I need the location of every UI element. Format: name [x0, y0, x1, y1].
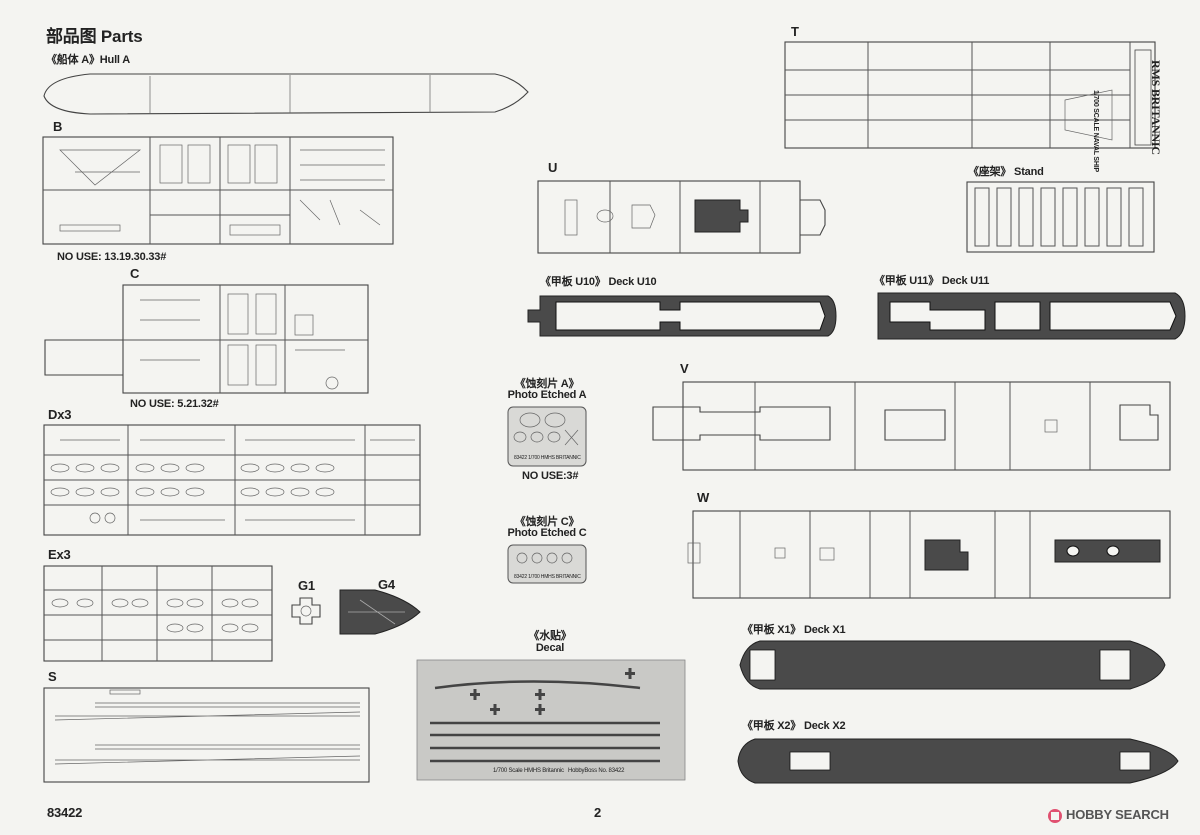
- deck-u11: [877, 292, 1186, 340]
- photo-etched-c-label-cn: 《蚀刻片 C》: [514, 516, 580, 528]
- photo-etched-c-fret: [507, 544, 587, 584]
- photo-etched-c-label-en: Photo Etched C: [507, 527, 587, 539]
- kit-number: 83422: [47, 805, 83, 820]
- sprue-w-label: W: [697, 490, 710, 505]
- sprue-t: [784, 41, 1156, 149]
- sprue-dx3: [43, 424, 421, 536]
- deck-x1-label: 《甲板 X1》 Deck X1: [742, 624, 846, 636]
- hull-a-part: [43, 73, 529, 115]
- decal-footer-right: HobbyBoss No. 83422: [568, 768, 625, 774]
- decal-label-cn: 《水贴》: [528, 630, 572, 642]
- watermark-logo-icon: [1048, 809, 1062, 823]
- photo-etched-a-fret: [507, 406, 587, 467]
- sprue-b: [42, 136, 394, 245]
- page-title: 部品图 Parts: [46, 27, 143, 46]
- sprue-t-scale-text: 1/700 SCALE NAVAL SHIP: [1092, 90, 1099, 172]
- deck-u10-label: 《甲板 U10》 Deck U10: [540, 276, 657, 288]
- sprue-v-label: V: [680, 361, 689, 376]
- sprue-u-label: U: [548, 160, 558, 175]
- part-g1-label: G1: [298, 578, 315, 593]
- sprue-t-label: T: [791, 24, 799, 39]
- deck-x2-label: 《甲板 X2》 Deck X2: [742, 720, 846, 732]
- part-g4: [339, 589, 421, 635]
- decal-footer-left: 1/700 Scale HMHS Britannic: [493, 768, 564, 774]
- sprue-ex3-label: Ex3: [48, 547, 71, 562]
- deck-x2: [737, 738, 1179, 784]
- sprue-c: [44, 284, 369, 394]
- stand-label: 《座架》 Stand: [968, 166, 1044, 178]
- deck-u11-label: 《甲板 U11》 Deck U11: [874, 275, 990, 287]
- decal-sheet: [416, 659, 686, 781]
- sprue-v: [652, 381, 1171, 471]
- photo-etched-a-label-en: Photo Etched A: [507, 389, 587, 401]
- sprue-w: [687, 510, 1171, 599]
- sprue-c-label: C: [130, 266, 140, 281]
- sprue-s-label: S: [48, 669, 57, 684]
- photo-etched-a-no-use: NO USE:3#: [522, 470, 579, 482]
- sprue-dx3-label: Dx3: [48, 407, 72, 422]
- photo-etched-a-label-cn: 《蚀刻片 A》: [514, 378, 580, 390]
- watermark-text: HOBBY SEARCH: [1066, 807, 1169, 822]
- deck-x1: [739, 640, 1166, 690]
- hull-a-label: 《船体 A》Hull A: [46, 54, 130, 66]
- sprue-t-name-text: RMS BRITANNIC: [1149, 60, 1163, 155]
- photo-etched-a-footer: 83422 1/700 HMHS BRITANNIC: [514, 455, 581, 461]
- deck-u10: [527, 295, 837, 337]
- sprue-c-no-use: NO USE: 5.21.32#: [130, 398, 219, 410]
- sprue-s: [43, 687, 370, 783]
- sprue-b-label: B: [53, 119, 63, 134]
- stand-sprue: [966, 181, 1155, 253]
- part-g4-label: G4: [378, 577, 395, 592]
- sprue-ex3: [43, 565, 273, 662]
- sprue-b-no-use: NO USE: 13.19.30.33#: [57, 251, 167, 263]
- decal-label-en: Decal: [535, 642, 565, 654]
- photo-etched-c-footer: 83422 1/700 HMHS BRITANNIC: [514, 574, 581, 580]
- part-g1: [291, 597, 321, 625]
- page-number: 2: [594, 805, 602, 820]
- sprue-u: [537, 180, 826, 254]
